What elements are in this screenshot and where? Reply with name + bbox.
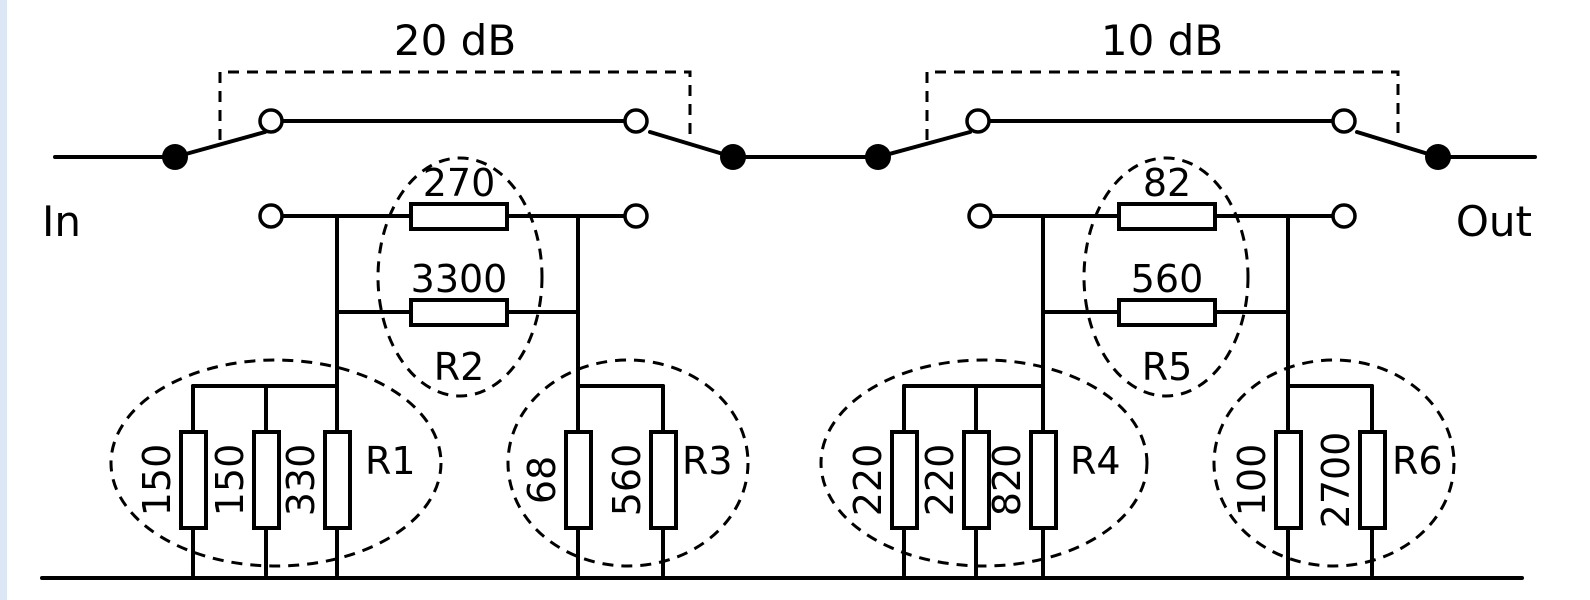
resistor-150-b [252,430,281,530]
r5-group-outline [1082,156,1250,398]
contact-bypass-1b [623,108,649,134]
switch-pivot-2b [1425,144,1451,170]
switch-contacts [258,108,1357,229]
value-68: 68 [520,456,564,504]
stage1-attenuation-label: 20 dB [394,16,516,65]
input-label: In [42,197,81,246]
resistor-3300 [409,298,509,327]
resistor-100 [1274,430,1303,530]
switch-pivot-1a [162,144,188,170]
value-150-b: 150 [208,444,252,517]
value-820: 820 [985,444,1029,517]
resistor-220-a [890,430,919,530]
junctions [162,144,1451,170]
switch-gang-link-1 [218,70,692,140]
switch-blade-2b [1355,130,1440,159]
resistor-150-a [179,430,208,530]
switch-pivot-2a [865,144,891,170]
designator-r2: R2 [434,345,485,389]
resistor-820 [1029,430,1058,530]
value-2700: 2700 [1314,432,1358,529]
resistor-560-shunt [649,430,678,530]
value-270: 270 [423,161,496,205]
value-220-b: 220 [918,444,962,517]
value-330: 330 [279,444,323,517]
switch-pivot-1b [720,144,746,170]
resistor-220-b [962,430,991,530]
contact-atten-1a [258,203,284,229]
resistor-270 [409,202,509,231]
r3-group-outline [506,358,750,568]
r1-group-outline [109,358,443,568]
resistor-560-series [1117,298,1217,327]
contact-bypass-1a [258,108,284,134]
value-560-shunt: 560 [605,444,649,517]
contact-bypass-2b [1331,108,1357,134]
value-82: 82 [1143,161,1191,205]
r2-group-outline [376,156,544,398]
output-label: Out [1456,197,1532,246]
switch-blade-2a [876,130,972,159]
designator-r5: R5 [1142,345,1193,389]
stage2-attenuation-label: 10 dB [1101,16,1223,65]
designator-r1: R1 [365,439,416,483]
contact-atten-2b [1331,203,1357,229]
switch-blade-1b [648,130,735,159]
value-3300: 3300 [411,257,508,301]
designator-r6: R6 [1392,439,1443,483]
designator-r4: R4 [1070,439,1121,483]
resistor-82 [1117,202,1217,231]
value-150-a: 150 [135,444,179,517]
value-220-a: 220 [846,444,890,517]
resistor-2700 [1358,430,1387,530]
value-100: 100 [1230,444,1274,517]
resistor-68 [564,430,593,530]
r4-group-outline [819,358,1149,568]
switch-gang-link-2 [925,70,1400,140]
contact-bypass-2a [965,108,991,134]
resistors [179,202,1387,530]
contact-atten-1b [623,203,649,229]
switch-blade-1a [173,130,267,159]
r6-group-outline [1212,358,1456,568]
text-labels: In Out 20 dB 10 dB 270 3300 R2 150 150 3… [42,16,1532,528]
resistor-330 [323,430,352,530]
value-560-series: 560 [1131,257,1204,301]
contact-atten-2a [967,203,993,229]
designator-r3: R3 [682,439,733,483]
dashed-marks [109,70,1456,568]
window-edge [0,0,7,600]
